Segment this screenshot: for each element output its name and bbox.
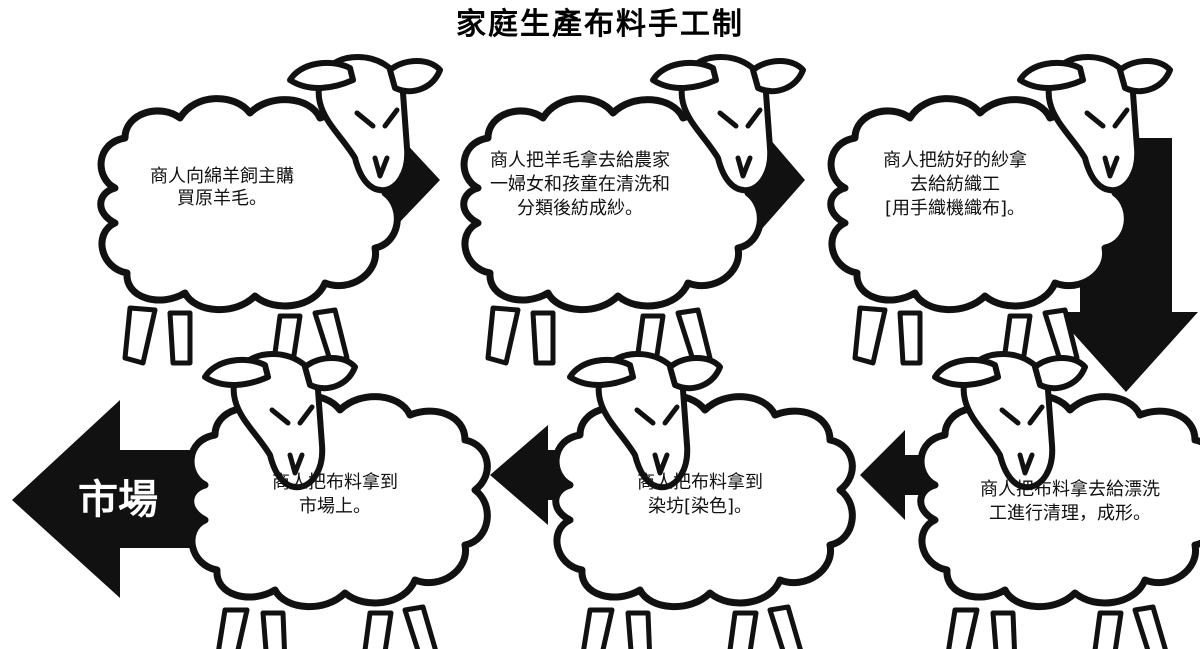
step-5-line-2: 染坊[染色]。 bbox=[648, 496, 752, 517]
step-2-line-3: 分類後紡成紗。 bbox=[517, 198, 643, 219]
diagram-title: 家庭生產布料手工制 bbox=[456, 7, 744, 42]
market-label: 市場 bbox=[78, 477, 158, 523]
step-6-line-2: 市場上。 bbox=[299, 496, 371, 517]
step-4-line-1: 商人把布料拿去給漂洗 bbox=[980, 478, 1160, 500]
market-arrow bbox=[12, 400, 215, 598]
step-2-line-1: 商人把羊毛拿去給農家 bbox=[490, 149, 670, 171]
step-2-line-2: 一婦女和孩童在清洗和 bbox=[490, 174, 670, 195]
sheep-step-4 bbox=[921, 354, 1200, 649]
step-5-text: 商人把布料拿到 染坊[染色]。 bbox=[637, 471, 763, 517]
step-3-text: 商人把紡好的紗拿 去給紡織工 [用手織機織布]。 bbox=[883, 149, 1027, 219]
arrow-left-1 bbox=[860, 430, 955, 520]
step-1-line-2: 買原羊毛。 bbox=[177, 188, 267, 209]
step-3-line-3: [用手織機織布]。 bbox=[885, 198, 1025, 219]
sheep-step-1 bbox=[101, 57, 440, 368]
step-5-line-1: 商人把布料拿到 bbox=[637, 471, 763, 493]
step-3-line-1: 商人把紡好的紗拿 bbox=[883, 149, 1027, 171]
step-4-text: 商人把布料拿去給漂洗 工進行清理，成形。 bbox=[980, 478, 1160, 524]
step-1-text: 商人向綿羊飼主購 買原羊毛。 bbox=[150, 166, 294, 209]
step-6-text: 商人把布料拿到 市場上。 bbox=[272, 471, 398, 517]
step-2-text: 商人把羊毛拿去給農家 一婦女和孩童在清洗和 分類後紡成紗。 bbox=[490, 149, 670, 219]
step-4-line-2: 工進行清理，成形。 bbox=[989, 503, 1151, 524]
step-6-line-1: 商人把布料拿到 bbox=[272, 471, 398, 493]
step-1-line-1: 商人向綿羊飼主購 bbox=[150, 166, 294, 187]
step-3-line-2: 去給紡織工 bbox=[910, 174, 1000, 195]
